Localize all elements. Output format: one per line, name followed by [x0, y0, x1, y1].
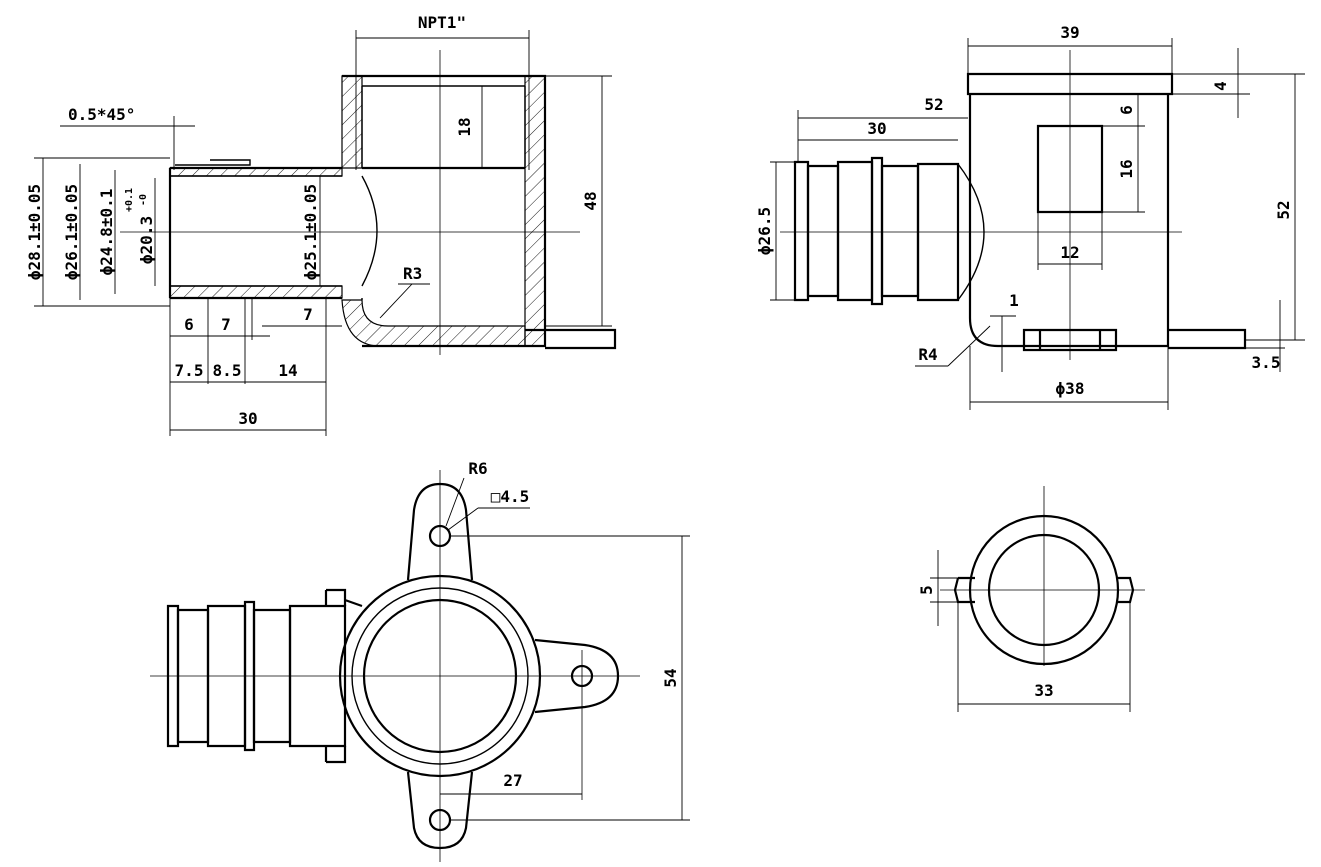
height-label: 48 — [581, 191, 600, 210]
mounting-tab — [525, 328, 617, 350]
dim-12-label: 12 — [1060, 243, 1079, 262]
socket-left-wall — [341, 75, 363, 169]
dia-25-label: ϕ25.1±0.05 — [301, 184, 320, 280]
pipe-ring-1 — [793, 160, 810, 302]
dim-8-5-label: 8.5 — [213, 361, 242, 380]
flange-4-label: 4 — [1211, 81, 1230, 91]
dim-7a-label: 7 — [221, 315, 231, 334]
front-view: 39 4 52 30 6 16 ϕ26.5 12 52 — [755, 23, 1305, 410]
end-view: 5 33 — [917, 486, 1145, 712]
dia-20-tol-upper: +0.1 — [124, 188, 135, 212]
dim-3-5-label: 3.5 — [1252, 353, 1281, 372]
dia-26-5-label: ϕ26.5 — [755, 207, 774, 255]
dia-24-label: ϕ24.8±0.1 — [97, 189, 116, 276]
pipe-ring-3 — [836, 160, 874, 302]
dim-6-label: 6 — [1117, 105, 1136, 115]
dim-6-label: 6 — [184, 315, 194, 334]
socket-right-wall — [524, 75, 546, 347]
pipe-ring-4 — [870, 156, 884, 306]
dim-7b-label: 7 — [303, 305, 313, 324]
pipe-ring-5 — [880, 164, 920, 298]
npt-label: NPT1" — [418, 13, 466, 32]
dia-20-label: ϕ20.3 — [137, 216, 156, 264]
pipe-bottom-wall — [169, 285, 343, 299]
radius-r4-label: R4 — [918, 345, 937, 364]
thread-depth-label: 18 — [455, 117, 474, 136]
dim-30-label: 30 — [867, 119, 886, 138]
pipe-collar — [324, 588, 363, 764]
dim-54-label: 54 — [661, 668, 680, 687]
dim-16-label: 16 — [1117, 159, 1136, 178]
dim-1-label: 1 — [1009, 291, 1019, 310]
section-outline — [168, 74, 547, 348]
body-bottom-wall — [341, 299, 526, 347]
square-label: □4.5 — [491, 487, 530, 506]
pipe-top-wall — [169, 167, 343, 177]
pipe-seg-3 — [243, 600, 256, 752]
dim-30-label: 30 — [238, 409, 257, 428]
dim-5-label: 5 — [917, 585, 936, 595]
body-outline — [968, 94, 1170, 348]
thread-bore — [361, 85, 526, 168]
width-39-label: 39 — [1060, 23, 1079, 42]
dim-52v-label: 52 — [1274, 200, 1293, 219]
top-view: R6 □4.5 54 27 — [150, 459, 690, 862]
pipe-steps — [170, 159, 342, 287]
radius-r6-label: R6 — [468, 459, 487, 478]
dim-27-label: 27 — [503, 771, 522, 790]
dia-28-label: ϕ28.1±0.05 — [25, 184, 44, 280]
dim-14-label: 14 — [278, 361, 297, 380]
dim-33-label: 33 — [1034, 681, 1053, 700]
bottom-boss — [1022, 328, 1118, 352]
dia-38-label: ϕ38 — [1056, 379, 1085, 398]
dia-20-tol-lower: -0 — [138, 194, 149, 206]
dim-7-5-label: 7.5 — [175, 361, 204, 380]
chamfer-label: 0.5*45° — [68, 105, 135, 124]
section-view: NPT1" 0.5*45° ϕ28.1±0.05 ϕ26.1±0.05 ϕ24.… — [25, 13, 617, 436]
dim-52h-label: 52 — [924, 95, 943, 114]
pipe-end — [166, 604, 180, 748]
pipe-ring-2 — [806, 164, 840, 298]
radius-label: R3 — [403, 264, 422, 283]
bore-arc — [361, 175, 378, 287]
dia-26-label: ϕ26.1±0.05 — [62, 184, 81, 280]
right-tab — [1168, 328, 1247, 350]
pipe-ring-6 — [916, 162, 960, 302]
